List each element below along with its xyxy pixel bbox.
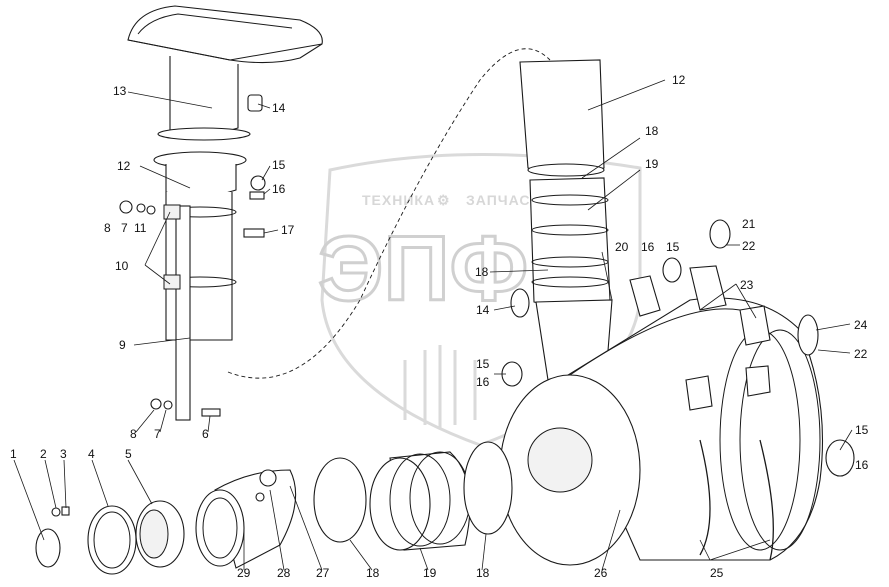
pipe-12-right [519,59,605,177]
clamp-18-b [463,441,513,535]
watermark-brand-left: ТЕХНИКА [362,192,435,208]
callout-2: 2 [40,447,47,461]
callout-7-bottom: 7 [154,427,161,441]
callout-16-right: 16 [855,458,869,472]
callout-12-right: 12 [672,73,686,87]
filter-housing-26 [499,297,824,566]
callout-24: 24 [854,318,868,332]
callout-3: 3 [60,447,67,461]
callout-23: 23 [740,278,754,292]
callout-15-mid: 15 [666,240,680,254]
callout-4: 4 [88,447,95,461]
callout-7-top: 7 [121,221,128,235]
watermark-gear-icon: ⚙ [437,192,451,208]
clamp-18-a [313,457,367,543]
watermark-logo-letters: ЭПФ [318,218,528,320]
sleeve-5 [135,500,185,568]
callout-16-left: 16 [272,182,286,196]
callout-12-left: 12 [117,159,131,173]
callout-19-right: 19 [645,157,659,171]
callout-20: 20 [615,240,629,254]
callout-16-mid: 16 [641,240,655,254]
callout-1: 1 [10,447,17,461]
callout-22-bottom: 22 [854,347,868,361]
callout-25: 25 [710,566,724,580]
intake-pipe-13 [157,56,251,141]
flange-12 [153,151,247,198]
callout-8-bottom: 8 [130,427,137,441]
callout-15-left: 15 [272,158,286,172]
callout-21: 21 [742,217,756,231]
leader-lines [13,79,853,571]
callout-26: 26 [594,566,608,580]
elbow-29 [195,469,297,569]
callout-11: 11 [134,221,147,235]
callout-22-top: 22 [742,239,756,253]
routing-dashed-line [227,48,551,379]
intake-cap-13 [127,5,323,64]
callout-10: 10 [115,259,129,273]
callout-27: 27 [316,566,330,580]
fasteners-right [501,219,855,477]
watermark: ТЕХНИКА ⚙ ЗАПЧАСТИ ЭПФ [317,153,642,447]
callout-5: 5 [125,447,132,461]
callout-15-low: 15 [476,357,490,371]
callout-8-top: 8 [104,221,111,235]
callout-18-bottom-a: 18 [366,566,380,580]
callout-14-top: 14 [272,101,286,115]
hose-19-bottom [369,451,471,551]
callout-15-right: 15 [855,423,869,437]
inlet-ring-1 [35,528,61,568]
callout-16-low: 16 [476,375,490,389]
callout-28: 28 [277,566,291,580]
callout-13: 13 [113,84,127,98]
screw-2-3 [51,506,70,517]
callout-18-right-top: 18 [645,124,659,138]
callout-18-bottom-b: 18 [476,566,490,580]
callout-14-mid: 14 [476,303,490,317]
callout-17: 17 [281,223,295,237]
gasket-4 [87,505,137,575]
hose-19-right [529,177,611,308]
watermark-brand-right: ЗАПЧАСТИ [466,192,551,208]
callout-18-mid: 18 [475,265,489,279]
callout-9: 9 [119,338,126,352]
clamps-23 [629,265,771,411]
callout-29: 29 [237,566,251,580]
callout-labels: 13 14 12 15 16 8 7 11 17 10 9 8 7 6 12 1… [10,73,869,580]
pipe-9 [163,192,237,421]
callout-6: 6 [202,427,209,441]
watermark-wheat-icon [403,345,477,428]
callout-19-bottom: 19 [423,566,437,580]
